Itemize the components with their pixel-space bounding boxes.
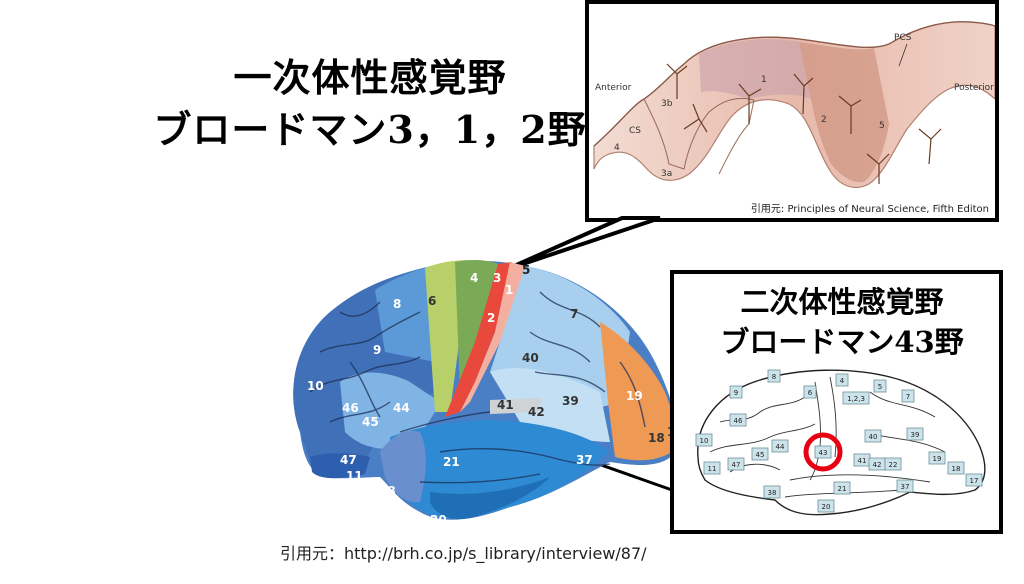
brain-label-5: 5 <box>522 263 530 277</box>
brain-label-42: 42 <box>528 405 545 419</box>
main-citation: 引用元：http://brh.co.jp/s_library/interview… <box>280 544 647 563</box>
brain-label-38: 38 <box>379 484 396 498</box>
secondary-area-label-8: 8 <box>772 373 776 381</box>
primary-title-line2: ブロードマン3，1，2野 <box>153 107 587 152</box>
brain-label-18: 18 <box>648 431 665 445</box>
secondary-area-box <box>901 389 915 403</box>
secondary-area-label-7: 7 <box>906 393 910 401</box>
secondary-area-label-9: 9 <box>734 389 738 397</box>
brain-label-8: 8 <box>393 297 401 311</box>
secondary-area-label-18: 18 <box>952 465 961 473</box>
inset-label-posterior: Posterior <box>954 83 994 93</box>
inset-label-5: 5 <box>879 121 885 131</box>
secondary-area-box <box>842 391 870 405</box>
brain-label-1: 1 <box>505 283 513 297</box>
primary-title-line1: 一次体性感覚野 <box>233 55 507 100</box>
secondary-area-box <box>803 385 817 399</box>
brain-label-44: 44 <box>393 401 410 415</box>
brain-label-2: 2 <box>487 311 495 325</box>
secondary-area-label-41: 41 <box>858 457 867 465</box>
secondary-area-label-46: 46 <box>734 417 743 425</box>
secondary-area-box <box>835 373 849 387</box>
secondary-area-box <box>833 481 851 495</box>
secondary-area-box <box>729 413 747 427</box>
highlight-circle-43 <box>803 432 843 472</box>
secondary-area-box <box>771 439 789 453</box>
primary-inset-box: PCS Anterior Posterior CS 4 3b 3a 1 2 5 … <box>585 0 999 222</box>
brain-label-4: 4 <box>470 271 478 285</box>
secondary-area-label-22: 22 <box>889 461 898 469</box>
secondary-area-label-4: 4 <box>840 377 845 385</box>
secondary-title: 二次体性感覚野 ブロードマン43野 <box>676 282 1008 362</box>
secondary-area-box <box>965 473 983 487</box>
brain-label-46: 46 <box>342 401 359 415</box>
brain-label-45: 45 <box>362 415 379 429</box>
brain-label-20: 20 <box>430 513 447 527</box>
secondary-area-label-45: 45 <box>756 451 765 459</box>
secondary-area-label-37: 37 <box>901 483 910 491</box>
brain-label-11: 11 <box>346 469 363 483</box>
secondary-area-label-5: 5 <box>878 383 882 391</box>
secondary-area-box <box>864 429 882 443</box>
brain-label-39: 39 <box>562 394 579 408</box>
inset-label-4: 4 <box>614 143 620 153</box>
secondary-area-box <box>928 451 946 465</box>
secondary-area-box <box>814 445 832 459</box>
secondary-area-label-47: 47 <box>732 461 741 469</box>
secondary-title-line2: ブロードマン43野 <box>720 325 964 359</box>
secondary-area-box <box>729 385 743 399</box>
secondary-area-box <box>695 433 713 447</box>
secondary-area-label-10: 10 <box>700 437 709 445</box>
secondary-area-box <box>873 379 887 393</box>
inset-label-3b: 3b <box>661 99 673 109</box>
brain-diagram: 4 3 5 1 8 6 2 7 9 40 10 46 44 45 41 42 3… <box>293 259 684 527</box>
inset-label-pcs: PCS <box>894 33 912 43</box>
secondary-area-label-40: 40 <box>869 433 878 441</box>
inset-label-anterior: Anterior <box>595 83 632 93</box>
inset-label-3a: 3a <box>661 169 672 179</box>
cortex-section-diagram: PCS Anterior Posterior CS 4 3b 3a 1 2 5 … <box>593 21 996 215</box>
brain-label-41: 41 <box>497 398 514 412</box>
secondary-area-label-6: 6 <box>808 389 813 397</box>
brain-label-6: 6 <box>428 294 436 308</box>
secondary-area-box <box>906 427 924 441</box>
brain-label-19: 19 <box>626 389 643 403</box>
secondary-area-box <box>763 485 781 499</box>
inset-label-1: 1 <box>761 75 767 85</box>
secondary-area-label-44: 44 <box>776 443 785 451</box>
secondary-area-box <box>947 461 965 475</box>
brain-label-7: 7 <box>570 307 578 321</box>
brain-label-9: 9 <box>373 343 381 357</box>
primary-title: 一次体性感覚野 ブロードマン3，1，2野 <box>150 52 590 156</box>
brain-label-21: 21 <box>443 455 460 469</box>
secondary-area-box <box>884 457 902 471</box>
secondary-area-box <box>896 479 914 493</box>
secondary-area-label-42: 42 <box>873 461 882 469</box>
secondary-area-box <box>817 499 835 513</box>
secondary-area-label-20: 20 <box>822 503 831 511</box>
secondary-area-label-11: 11 <box>708 465 717 473</box>
secondary-area-label-39: 39 <box>911 431 920 439</box>
inset-citation: 引用元: Principles of Neural Science, Fifth… <box>751 203 989 215</box>
inset-label-cs: CS <box>629 126 641 136</box>
secondary-area-box <box>703 461 721 475</box>
secondary-title-line1: 二次体性感覚野 <box>740 285 944 319</box>
secondary-area-label-17: 17 <box>970 477 979 485</box>
secondary-area-label-19: 19 <box>933 455 942 463</box>
secondary-area-box <box>751 447 769 461</box>
inset-label-2: 2 <box>821 115 827 125</box>
brain-label-40: 40 <box>522 351 539 365</box>
secondary-area-label-43: 43 <box>819 449 828 457</box>
secondary-area-label-1-2-3: 1,2,3 <box>847 395 865 403</box>
brain-label-47: 47 <box>340 453 357 467</box>
brain-label-3: 3 <box>493 271 501 285</box>
secondary-area-box <box>767 369 781 383</box>
brain-label-37: 37 <box>576 453 593 467</box>
secondary-area-label-21: 21 <box>838 485 847 493</box>
secondary-area-box <box>727 457 745 471</box>
brain-label-10: 10 <box>307 379 324 393</box>
secondary-area-label-38: 38 <box>768 489 777 497</box>
